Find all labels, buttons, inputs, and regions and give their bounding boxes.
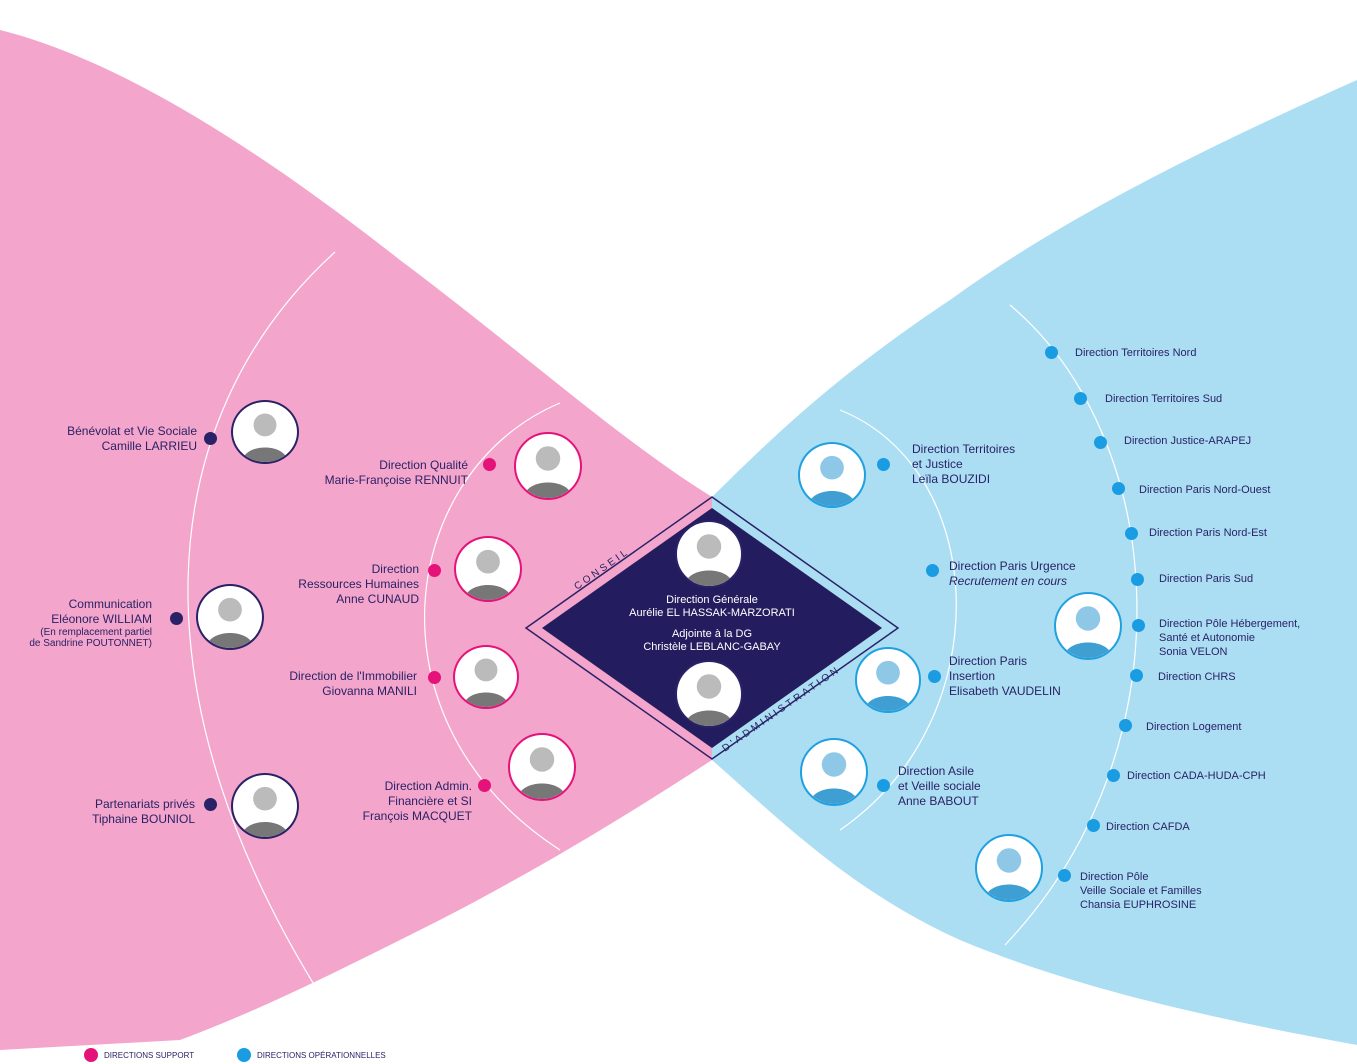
ops-outer-photo-7: [1054, 592, 1122, 660]
support-inner-dot-4: [478, 779, 491, 792]
ops-outer-label-9: Direction Logement: [1146, 721, 1242, 733]
ops-inner-arc: [839, 409, 957, 831]
ops-outer-dot-7: [1132, 619, 1145, 632]
support-outer-photo-2: [196, 584, 264, 650]
support-outer-dot-2: [170, 612, 183, 625]
legend-operational: DIRECTIONS OPÉRATIONNELLES: [237, 1048, 386, 1062]
adj-title: Adjointe à la DG: [671, 628, 753, 640]
support-outer-dot-3: [204, 798, 217, 811]
ops-outer-dot-5: [1125, 527, 1138, 540]
support-outer-photo-1: [231, 400, 299, 464]
ops-inner-photo-3: [855, 647, 921, 713]
legend-operational-label: DIRECTIONS OPÉRATIONNELLES: [257, 1050, 386, 1060]
dg-title: Direction Générale: [666, 594, 758, 606]
support-inner-photo-2: [454, 536, 522, 602]
ops-outer-label-1: Direction Territoires Nord: [1075, 347, 1197, 359]
ops-outer-dot-8: [1130, 669, 1143, 682]
support-inner-dot-3: [428, 671, 441, 684]
support-outer-dot-1: [204, 432, 217, 445]
ops-outer-dot-4: [1112, 482, 1125, 495]
ops-outer-photo-12: [975, 834, 1043, 902]
legend-support-label: DIRECTIONS SUPPORT: [104, 1050, 195, 1060]
support-inner-photo-3: [453, 645, 519, 709]
ops-outer-dot-6: [1131, 573, 1144, 586]
support-inner-dot-2: [428, 564, 441, 577]
ops-outer-label-4: Direction Paris Nord-Ouest: [1139, 484, 1271, 496]
ops-inner-dot-3: [928, 670, 941, 683]
ops-outer-dot-11: [1087, 819, 1100, 832]
ops-inner-photo-4: [800, 738, 868, 806]
dg-name: Aurélie EL HASSAK-MARZORATI: [629, 607, 795, 619]
support-inner-photo-1: [514, 432, 582, 500]
support-zone: [0, 30, 712, 1050]
ops-outer-label-10: Direction CADA-HUDA-CPH: [1127, 770, 1266, 782]
ops-outer-label-8: Direction CHRS: [1158, 671, 1236, 683]
ops-outer-dot-1: [1045, 346, 1058, 359]
ops-outer-dot-3: [1094, 436, 1107, 449]
ops-outer-label-5: Direction Paris Nord-Est: [1149, 527, 1267, 539]
legend-support: DIRECTIONS SUPPORT: [84, 1048, 194, 1062]
adj-photo: [675, 660, 743, 728]
ops-inner-dot-1: [877, 458, 890, 471]
ops-outer-dot-12: [1058, 869, 1071, 882]
ops-outer-label-6: Direction Paris Sud: [1159, 573, 1254, 585]
support-inner-dot-1: [483, 458, 496, 471]
ops-outer-dot-9: [1119, 719, 1132, 732]
ops-outer-label-2: Direction Territoires Sud: [1105, 393, 1223, 405]
dg-photo: [675, 520, 743, 588]
support-outer-photo-3: [231, 773, 299, 839]
dg-block: Direction Générale Aurélie EL HASSAK-MAR…: [592, 594, 832, 654]
legend-support-swatch: [84, 1048, 98, 1062]
legend-operational-swatch: [237, 1048, 251, 1062]
ops-inner-dot-2: [926, 564, 939, 577]
support-inner-photo-4: [508, 733, 576, 801]
ops-inner-dot-4: [877, 779, 890, 792]
ops-outer-label-7: Direction Pôle Hébergement,Santé et Auto…: [1159, 618, 1301, 658]
ops-outer-arc: [1004, 304, 1138, 946]
support-outer-arc: [187, 251, 336, 1011]
ops-outer-dot-10: [1107, 769, 1120, 782]
ops-inner-photo-1: [798, 442, 866, 508]
ops-outer-label-3: Direction Justice-ARAPEJ: [1124, 435, 1252, 447]
central-diamond-outline: [524, 496, 900, 760]
central-diamond: [542, 508, 882, 748]
ops-outer-dot-2: [1074, 392, 1087, 405]
ops-outer-label-11: Direction CAFDA: [1106, 821, 1190, 833]
adj-name: Christèle LEBLANC-GABAY: [643, 641, 781, 653]
